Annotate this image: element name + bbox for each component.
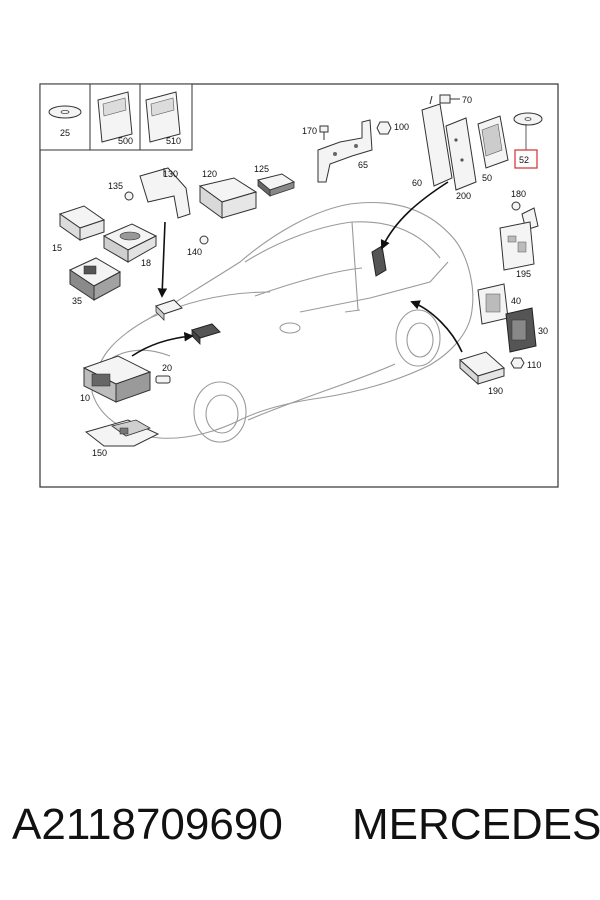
label-510: 510 [166,136,181,146]
brand-name: MERCEDES [352,800,600,849]
part-18-module: 18 [102,223,158,268]
part-70-bolt: 70 [439,94,472,105]
label-50: 50 [482,173,492,183]
footer: A2118709690 MERCEDES [0,800,600,860]
part-190-module: 190 [459,351,505,396]
part-20-bolt: 20 [155,363,172,384]
label-135: 135 [108,181,123,191]
part-100-nut: 100 [376,121,409,135]
part-25-disc: 25 [48,105,82,138]
arrow-to-quarter-panel [410,300,463,353]
label-20: 20 [162,363,172,373]
label-125: 125 [254,164,269,174]
label-10: 10 [80,393,90,403]
label-150: 150 [92,448,107,458]
arrow-to-dash [131,331,194,357]
part-in-car-module-a [155,299,183,321]
part-52-disc: 52 [513,112,543,169]
label-18: 18 [141,258,151,268]
part-number: A2118709690 [12,800,283,849]
part-40-module: 40 [477,283,521,325]
part-135-bolt: 135 [108,181,134,201]
label-110: 110 [527,360,541,370]
label-195: 195 [516,269,531,279]
part-150-bracket: 150 [84,419,160,458]
label-130: 130 [163,169,178,179]
part-125-module: 125 [254,164,296,197]
part-in-car-module-c [371,245,387,277]
part-110-nut: 110 [510,357,541,370]
part-60-plate: 60 [412,95,453,188]
part-52-highlight [514,149,538,169]
label-60: 60 [412,178,422,188]
label-15: 15 [52,243,62,253]
part-10-module: 10 [80,355,152,403]
part-in-car-module-b [191,323,221,345]
part-195-bracket: 195 [499,221,535,279]
label-52: 52 [519,155,529,165]
part-30-module: 30 [505,307,548,353]
label-30: 30 [538,326,548,336]
part-120-module: 120 [198,169,258,219]
label-200: 200 [456,191,471,201]
part-65-bracket: 65 [317,119,373,183]
part-130-bracket: 130 [139,167,191,219]
part-510-manual: 510 [145,91,181,146]
part-35-module: 35 [68,257,122,306]
part-50-module: 50 [477,115,509,183]
label-140: 140 [187,247,202,257]
label-65: 65 [358,160,368,170]
arrow-to-engine-bay [157,221,168,298]
part-140-bolt: 140 [187,235,209,257]
label-120: 120 [202,169,217,179]
label-70: 70 [462,95,472,105]
label-25: 25 [60,128,70,138]
label-180: 180 [511,189,526,199]
label-190: 190 [488,386,503,396]
label-500: 500 [118,136,133,146]
label-170: 170 [302,126,317,136]
label-100: 100 [394,122,409,132]
label-35: 35 [72,296,82,306]
part-15-module: 15 [52,205,106,253]
label-40: 40 [511,296,521,306]
part-500-manual: 500 [97,91,133,146]
part-200-bracket: 200 [445,117,477,201]
arrow-to-rear-module [380,181,449,250]
part-170-bolt: 170 [302,125,329,140]
